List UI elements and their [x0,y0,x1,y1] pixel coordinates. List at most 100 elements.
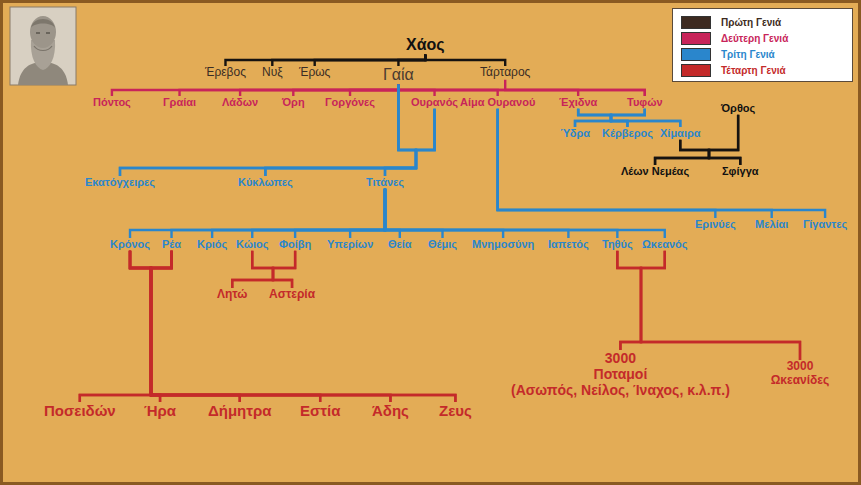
name-text: Ήρα [144,402,176,419]
lineage-line [265,109,434,176]
name-text: Μελίαι [755,218,788,231]
genealogy-name: Ποσειδών [43,402,117,419]
lineage-line [80,251,172,402]
lineage-line [151,251,240,402]
genealogy-name: Ιαπετός [547,238,590,251]
lineage-line [130,189,385,238]
lineage-line [151,251,390,402]
genealogy-name: Τάρταρος [479,66,531,80]
lineage-line [130,251,240,402]
genealogy-name: Μελίαι [754,218,789,231]
name-text: Υπερίων [327,238,373,251]
genealogy-name: Σφίγγα [721,165,760,178]
genealogy-name: Ωκεανός [641,238,689,251]
genealogy-name: Τηθύς [601,238,634,251]
name-text: Κέρβερος [602,127,653,140]
genealogy-name: Χίμαιρα [659,127,702,140]
genealogy-name: Άδης [371,402,410,419]
genealogy-name: Υπερίων [326,238,374,251]
genealogy-name: Χάος [405,36,446,54]
name-text: Ζευς [439,402,472,419]
lineage-line [151,251,455,402]
genealogy-name: 3000 Ποταμοί(Ασωπός, Νείλος, Ίναχος, κ.λ… [510,350,731,398]
lineage-line [212,189,385,238]
name-text: Ποσειδών [44,402,116,419]
genealogy-name: Εστία [299,402,341,419]
name-text: Τιτάνες [366,176,404,189]
genealogy-name: Τιτάνες [365,176,405,189]
genealogy-name: Αστερία [268,288,316,302]
legend-row: Τέταρτη Γενιά [681,62,844,78]
legend-row: Πρώτη Γενιά [681,14,844,30]
name-text: Γίγαντες [803,218,847,231]
legend-text: Δεύτερη Γενιά [721,33,788,44]
name-text: Κύκλωπες [238,176,293,189]
genealogy-name: Κώιος [235,238,269,251]
name-text: Όρη [282,96,305,109]
lineage-line [295,189,385,238]
lineage-line [505,80,645,96]
name-text: Χάος [406,36,445,54]
name-text: Θέμις [428,238,457,251]
genealogy-name: Γαία [382,66,415,84]
genealogy-name: Τυφών [626,96,664,109]
name-text: Δήμητρα [208,402,271,419]
lineage-line [578,109,627,127]
genealogy-name: Θέμις [427,238,458,251]
lineage-line [611,109,680,127]
lineage-line [617,251,800,360]
genealogy-name: Ρέα [161,238,182,251]
genealogy-name: Μνημοσύνη [471,238,535,251]
lineage-line [120,84,416,176]
lineage-line [575,109,611,127]
name-text: Γαία [383,66,414,84]
lineage-line [130,251,455,402]
name-text: Ρέα [162,238,181,251]
name-text: Κώιος [236,238,268,251]
lineage-line [172,189,385,238]
lineage-line [578,109,680,127]
portrait-illustration [10,7,76,85]
name-text: Εστία [300,402,340,419]
genealogy-name: Λάδων [221,96,259,109]
genealogy-name: 3000 Ωκεανίδες [763,360,837,388]
name-text: Άδης [372,402,409,419]
name-text: Έχιδνα [559,96,597,109]
name-text: Λητώ [217,288,248,302]
name-text: Φοίβη [279,238,311,251]
name-text: Όρθος [721,102,755,115]
genealogy-name: Λέων Νεμέας [620,165,690,178]
name-text: Τυφών [627,96,663,109]
name-text: Χίμαιρα [660,127,701,140]
name-text: Θεία [388,238,412,251]
name-text: Εκατόγχειρες [85,176,155,189]
lineage-line [617,251,641,350]
lineage-line [120,109,435,176]
name-text: 3000 Ωκεανίδες [764,360,836,388]
lineage-line [680,140,740,165]
name-text: Αίμα Ουρανού [460,96,535,109]
genealogy-name: Νυξ [261,66,284,80]
genealogy-name: Ουρανός [410,96,459,109]
lineage-line [130,251,390,402]
genealogy-name: Γοργόνες [324,96,376,109]
lineage-line [498,109,772,218]
genealogy-name: Γίγαντες [802,218,848,231]
genealogy-name: Ζευς [438,402,473,419]
name-text: Πόντος [93,96,131,109]
genealogy-name: Πόντος [92,96,132,109]
lineage-line [151,251,172,402]
lineage-line [385,109,435,176]
legend-row: Τρίτη Γενιά [681,46,844,62]
name-text: Κρόνος [110,238,150,251]
genealogy-name: Όρη [281,96,306,109]
name-text: Λάδων [222,96,258,109]
genealogy-name: Λητώ [216,288,249,302]
legend-text: Τρίτη Γενιά [721,49,775,60]
lineage-line [151,251,320,402]
lineage-line [498,109,825,218]
legend-text: Τέταρτη Γενιά [721,65,786,76]
genealogy-name: Κρόνος [109,238,151,251]
lineage-line [130,251,160,402]
